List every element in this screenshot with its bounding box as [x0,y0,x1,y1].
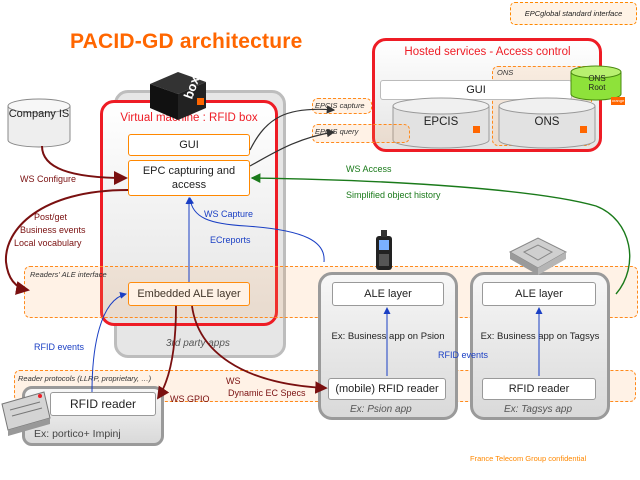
ws-access-edge [250,173,631,295]
epcis-capture-label: EPCIS capture [315,101,365,110]
ws-configure-edge [41,145,128,185]
footer-confidential: France Telecom Group confidential [470,454,587,463]
ecreports-label: ECreports [210,235,251,245]
tagsys-reader-box[interactable]: RFID reader [482,378,596,400]
impinj-caption: Ex: portico+ Impinj [34,428,121,440]
post-get-edge [4,189,129,295]
ws-label: WS [226,376,241,386]
epcis-query-label: EPCIS query [315,127,359,136]
rfid-events-left-label: RFID events [34,342,85,352]
hosted-gui-box[interactable]: GUI [380,80,572,100]
ons-root-label: ONS Root [588,74,606,92]
dynamic-ec-label: Dynamic EC Specs [228,388,306,398]
vm-gui-box[interactable]: GUI [128,134,250,156]
impinj-reader-icon [1,391,51,436]
post-get-label: Post/get [34,212,68,222]
rfid-events-left-edge [91,291,127,393]
third-party-apps-label: 3rd party apps [166,338,230,349]
ws-configure-label: WS Configure [20,174,77,184]
ons-dashed-label: ONS [497,68,514,77]
tagsys-app-label: Ex: Business app on Tagsys [480,331,600,342]
local-vocab-label: Local vocabulary [14,238,82,248]
impinj-reader-box[interactable]: RFID reader [50,392,156,416]
company-is-label: Company IS [8,108,70,120]
tagsys-antenna-icon [508,237,568,275]
ws-gpio-label: WS GPIO [170,394,210,404]
virtual-machine-label: Virtual machine : RFID box [120,112,258,124]
psion-caption: Ex: Psion app [350,404,412,415]
dynamic-ec-edge [191,305,328,394]
rfid-events-right-label: RFID events [438,350,489,360]
business-events-label: Business events [20,225,86,235]
psion-handheld-icon [376,230,392,270]
epc-capturing-box[interactable]: EPC capturing and access [128,160,250,196]
simplified-history-label: Simplified object history [346,190,441,200]
tagsys-caption: Ex: Tagsys app [504,404,573,415]
orange-badge: orange [611,98,625,103]
psion-app-label: Ex: Business app on Psion [331,331,445,342]
tagsys-ale-box[interactable]: ALE layer [482,282,596,306]
ons-db-label: ONS [534,116,560,128]
ws-capture-edge [187,197,325,263]
reader-protocols-label: Reader protocols (LLRP, proprietary, …) [18,374,152,383]
page-title: PACID-GD architecture [70,30,303,53]
psion-ale-box[interactable]: ALE layer [332,282,444,306]
epcis-capture-edge [249,105,336,151]
ws-gpio-edge [157,305,177,400]
readers-ale-label: Readers' ALE interface [30,270,107,279]
ws-capture-label: WS Capture [204,209,254,219]
epcis-db-label: EPCIS [423,116,459,128]
embedded-ale-box[interactable]: Embedded ALE layer [128,282,250,306]
epcis-query-edge [249,128,336,167]
ws-access-label: WS Access [346,164,392,174]
epcis-query-interface [312,124,410,143]
psion-reader-box[interactable]: (mobile) RFID reader [328,378,446,400]
hosted-services-label: Hosted services - Access control [404,46,571,58]
legend-epcglobal: EPCglobal standard interface [510,2,637,25]
